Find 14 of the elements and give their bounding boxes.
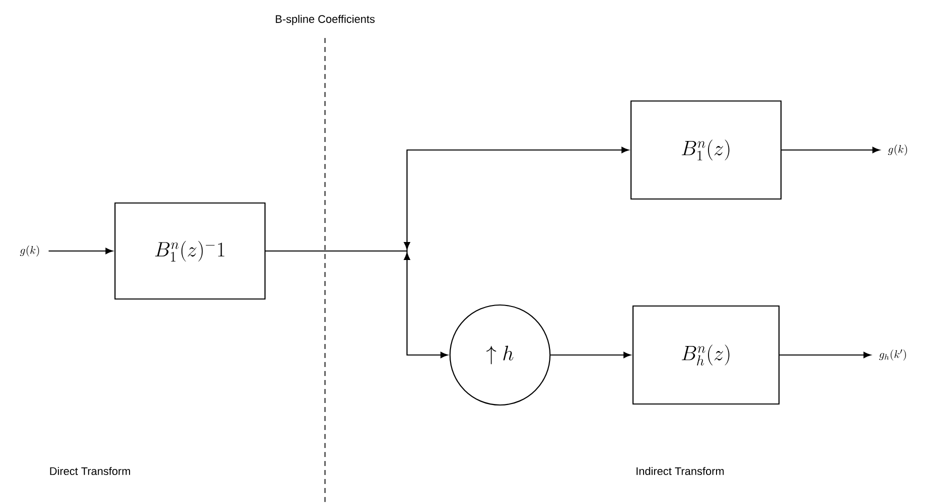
signal-label: $g_h(k')$ xyxy=(879,349,906,361)
arrow xyxy=(550,352,631,358)
arrow xyxy=(266,242,448,358)
caption-text: Direct Transform xyxy=(50,466,130,476)
caption-text: Indirect Transform xyxy=(636,466,724,476)
signal-label: $g(k)$ xyxy=(20,246,39,256)
arrow xyxy=(48,248,113,254)
arrow xyxy=(780,352,871,358)
transfer-function-box: $B_1^n(z)^-1$ xyxy=(114,202,266,300)
signal-label: $g(k)$ xyxy=(888,144,907,156)
transfer-function-box: $B_h^n(z)$ xyxy=(632,305,780,405)
caption-text: B-spline Coefficients xyxy=(276,14,375,26)
arrow xyxy=(782,146,880,154)
transfer-function-box: $B_1^n(z)$ xyxy=(630,100,782,200)
